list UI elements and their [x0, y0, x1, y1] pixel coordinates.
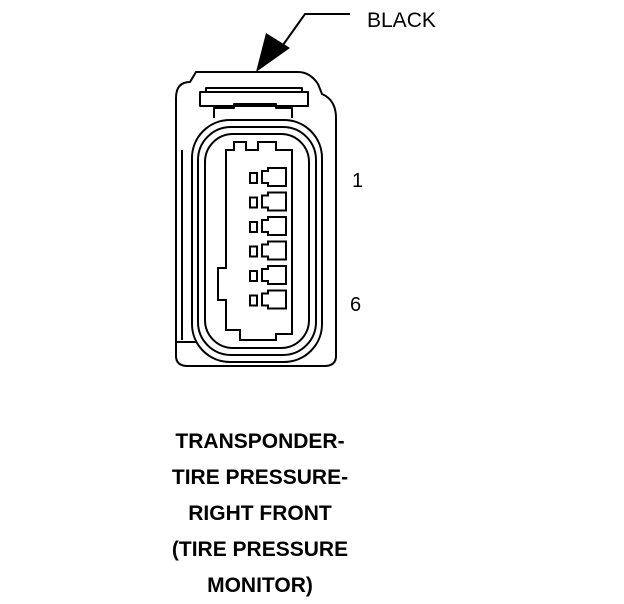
housing-latch-block [199, 91, 309, 107]
pin-cavity [249, 167, 287, 187]
connector-face [191, 119, 323, 363]
face-inner-ring [204, 133, 310, 349]
color-callout-leader [277, 13, 350, 53]
housing-top-rib [213, 103, 293, 118]
pin-contact [249, 196, 258, 209]
pin-terminal [261, 191, 287, 212]
pin-terminal [261, 216, 287, 236]
pin-cavity [249, 265, 287, 285]
pin-label-first: 1 [352, 170, 363, 192]
pin-contact [249, 270, 258, 282]
caption-line-2: TIRE PRESSURE- [171, 466, 349, 489]
pin-contact [249, 221, 258, 233]
pin-terminal [261, 289, 287, 310]
pin-contact [249, 172, 258, 184]
caption-line-5: MONITOR) [207, 574, 313, 597]
caption-line-4: (TIRE PRESSURE [171, 538, 349, 561]
connector-caption: TRANSPONDER- TIRE PRESSURE- RIGHT FRONT … [60, 424, 460, 604]
pin-label-last: 6 [350, 294, 361, 316]
pin-terminal [261, 265, 287, 285]
housing-outer-shell [175, 71, 337, 367]
caption-line-3: RIGHT FRONT [188, 502, 332, 525]
connector-housing [175, 71, 337, 367]
pin-cavity [249, 216, 287, 236]
caption-line-1: TRANSPONDER- [175, 430, 345, 453]
pin-terminal [261, 240, 287, 261]
pin-contact [249, 294, 258, 307]
face-outer-ring [191, 119, 323, 363]
pin-cavity-panel [217, 141, 293, 341]
pin-cavities [249, 167, 287, 310]
pin-cavity [249, 191, 287, 212]
wire-color-label: BLACK [367, 9, 436, 32]
callout-arrowhead [256, 33, 290, 72]
pin-cavity [249, 240, 287, 261]
face-middle-ring [197, 126, 317, 356]
pin-contact [249, 245, 258, 258]
pin-cavity [249, 289, 287, 310]
pin-terminal [261, 167, 287, 187]
housing-latch-rim [205, 87, 303, 92]
